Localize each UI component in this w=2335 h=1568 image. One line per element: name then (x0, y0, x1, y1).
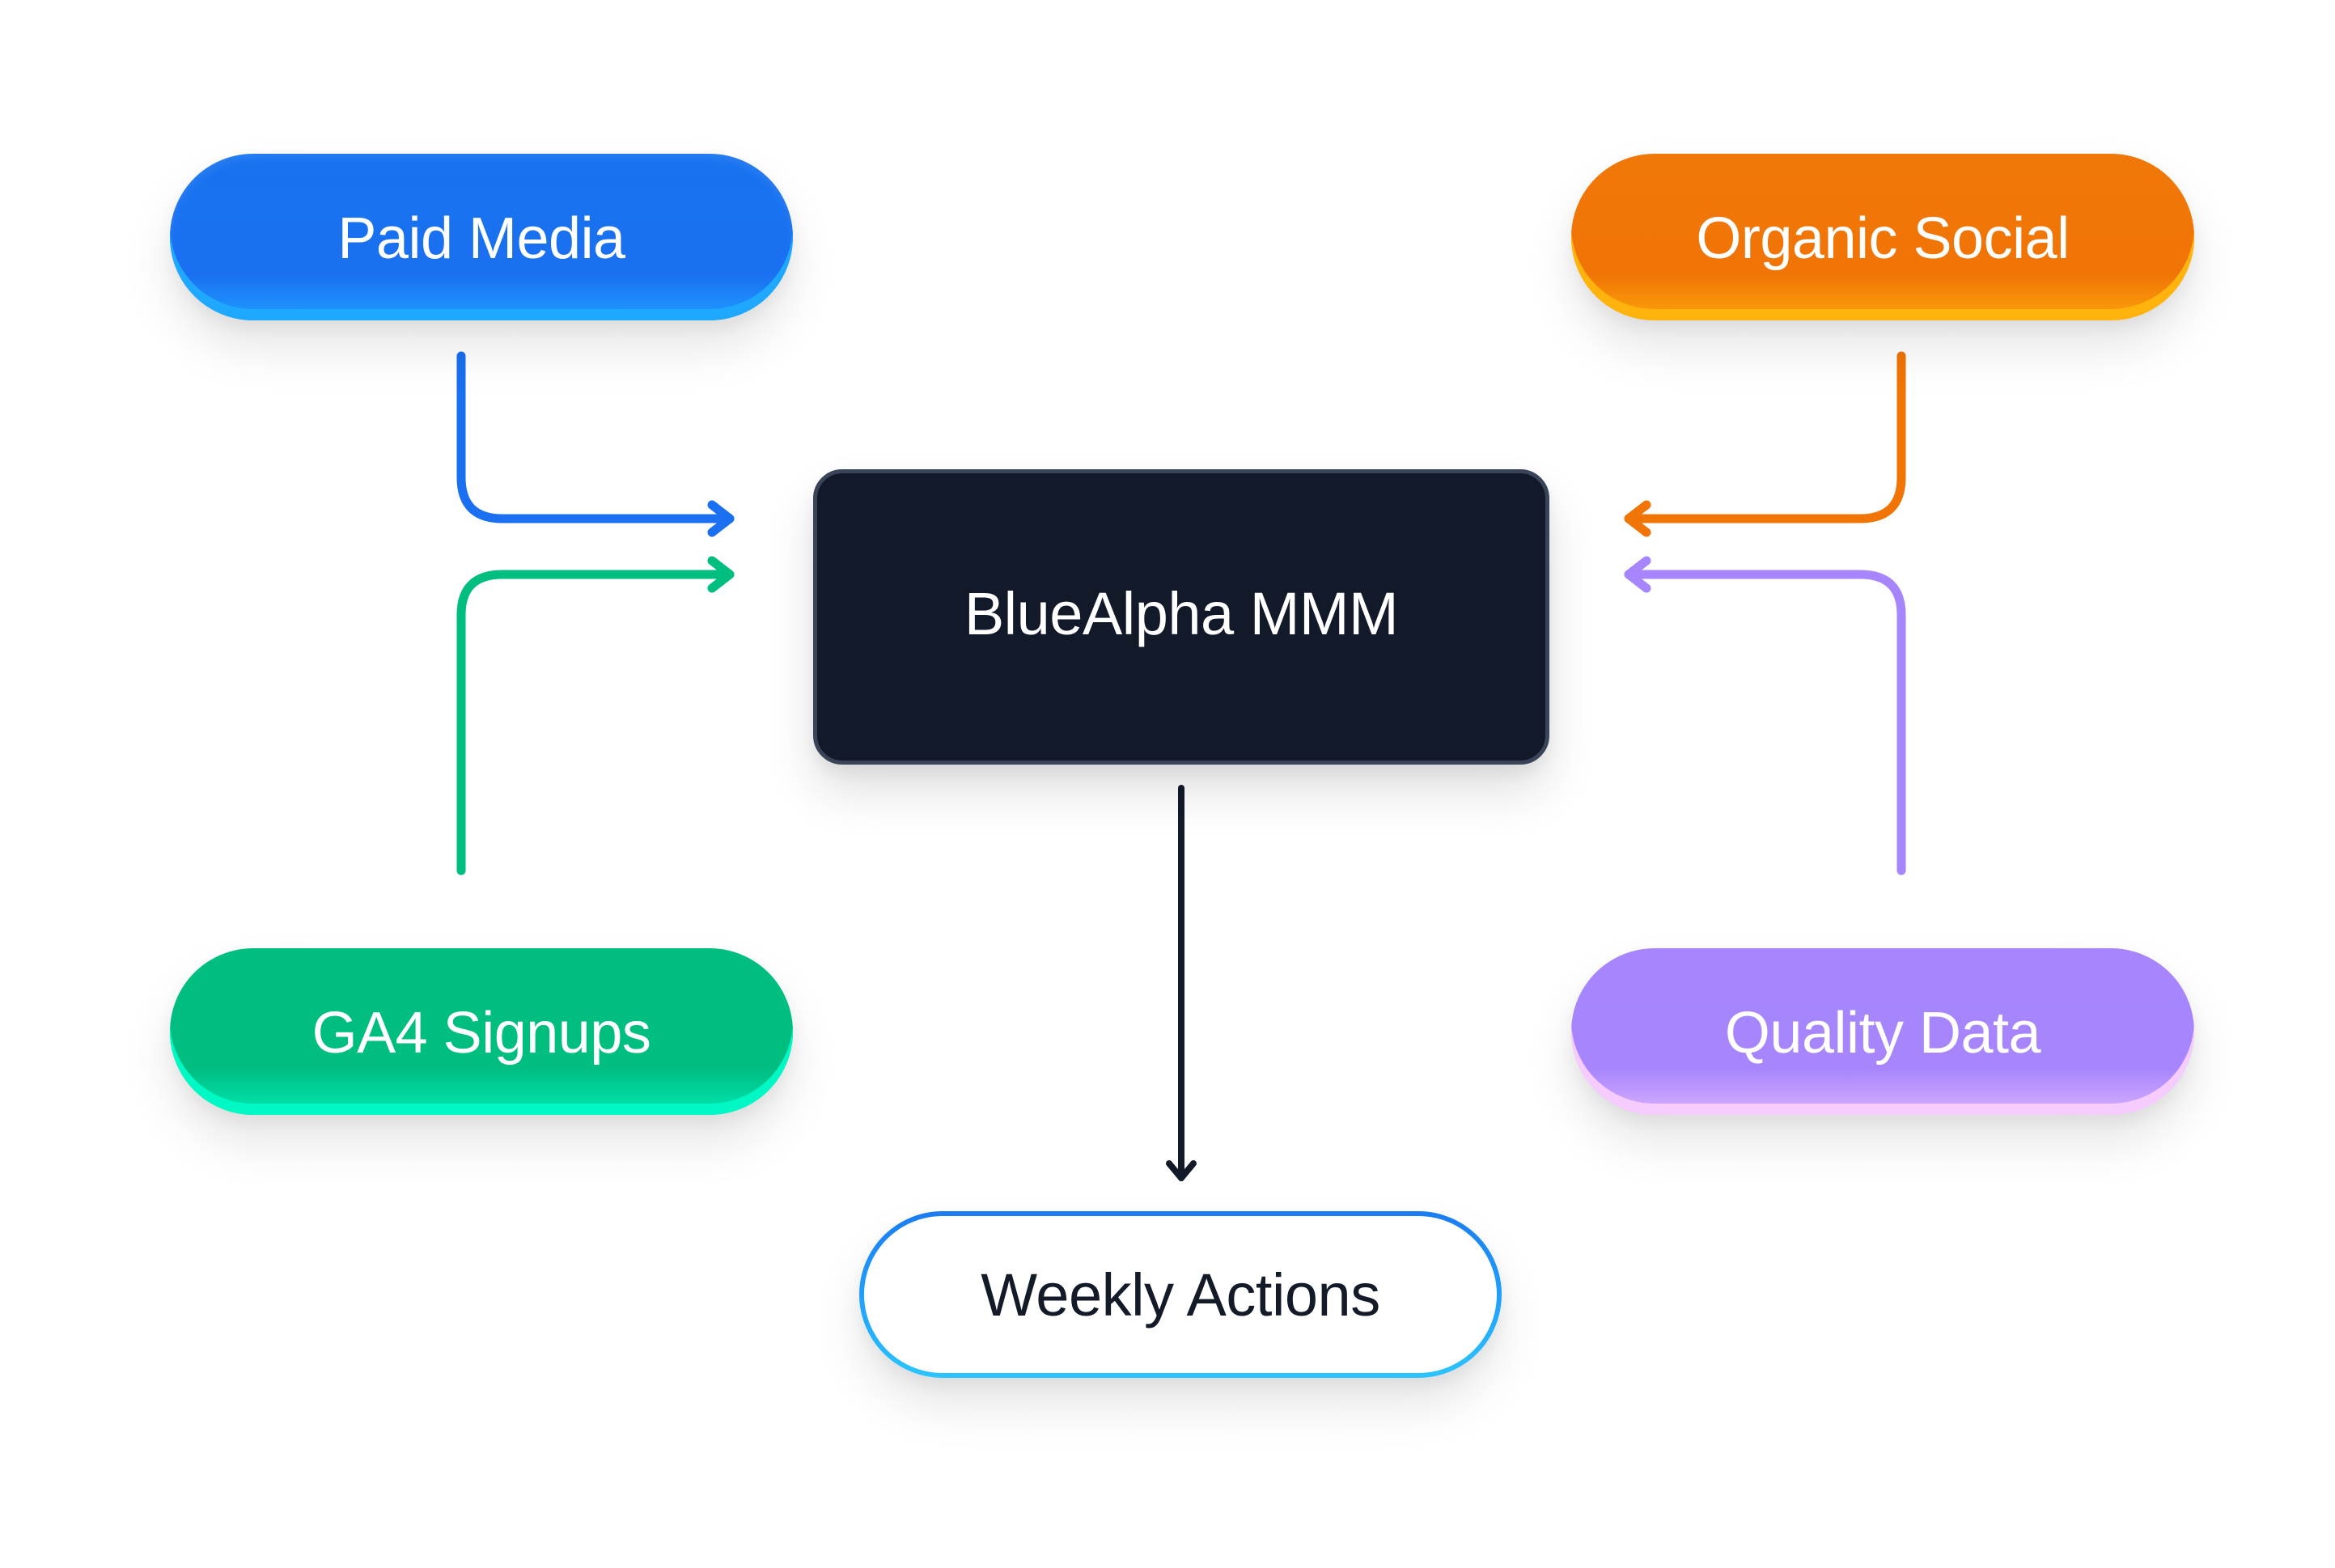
node-organic-social[interactable]: Organic Social (1571, 154, 2194, 320)
arrow-right-icon (707, 500, 735, 537)
arrow-left-icon (1624, 500, 1651, 537)
arrow-down-icon (1166, 1160, 1197, 1181)
edge-ga4-signups-to-hub (456, 570, 735, 875)
edge-paid-media-to-hub (456, 351, 735, 523)
node-label: Organic Social (1696, 206, 2070, 271)
node-paid-media[interactable]: Paid Media (170, 154, 793, 320)
arrow-left-icon (1624, 556, 1651, 593)
node-weekly-actions[interactable]: Weekly Actions (859, 1211, 1502, 1378)
node-bluealpha-mmm-hub[interactable]: BlueAlpha MMM (813, 469, 1549, 765)
output-pill-inner: Weekly Actions (864, 1216, 1497, 1373)
node-quality-data[interactable]: Quality Data (1571, 948, 2194, 1115)
edge-quality-data-to-hub (1624, 570, 1906, 875)
node-label: Quality Data (1724, 1001, 2041, 1066)
node-ga4-signups[interactable]: GA4 Signups (170, 948, 793, 1115)
hub-label: BlueAlpha MMM (964, 580, 1399, 647)
output-label: Weekly Actions (981, 1261, 1380, 1329)
node-label: GA4 Signups (311, 1001, 651, 1066)
arrow-right-icon (707, 556, 735, 593)
edge-organic-social-to-hub (1624, 351, 1906, 523)
node-label: Paid Media (337, 206, 625, 271)
